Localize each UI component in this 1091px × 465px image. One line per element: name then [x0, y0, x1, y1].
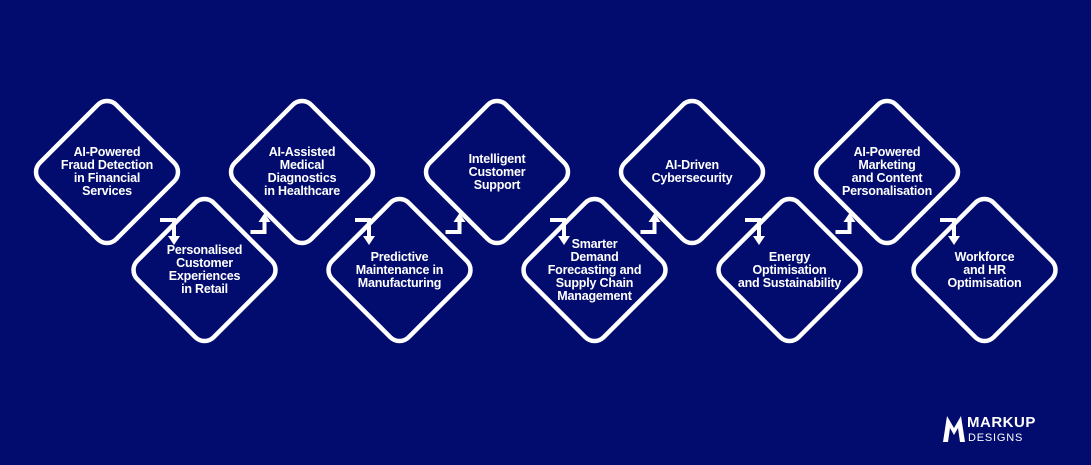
step-label: AI-Assisted Medical Diagnostics in Healt… — [264, 145, 340, 198]
connector-arrow — [250, 213, 271, 234]
logo-mark-icon — [943, 416, 965, 442]
step-diamond — [326, 196, 473, 344]
step-label: Predictive Maintenance in Manufacturing — [355, 249, 444, 290]
step-label: Workforce and HR Optimisation — [947, 249, 1022, 290]
logo-subtitle: DESIGNS — [968, 432, 1024, 444]
connector-arrow — [550, 218, 570, 245]
step-diamond — [618, 98, 766, 246]
step-label: AI-Driven Cybersecurity — [651, 158, 733, 185]
logo-name: MARKUP — [967, 414, 1036, 431]
markup-designs-logo: MARKUP DESIGNS — [941, 410, 1071, 450]
step-diamond — [131, 196, 278, 344]
step-diamond — [228, 98, 376, 246]
step-diamond — [813, 98, 961, 246]
step-label: Intelligent Customer Support — [468, 151, 526, 192]
step-diamond — [521, 196, 668, 344]
connector-arrow — [160, 218, 180, 245]
connector-arrow — [445, 213, 466, 234]
step-label: Smarter Demand Forecasting and Supply Ch… — [547, 236, 642, 303]
connector-arrow — [835, 213, 856, 234]
step-diamond — [423, 98, 571, 246]
connector-arrow — [355, 218, 375, 245]
step-label: Energy Optimisation and Sustainability — [737, 249, 842, 290]
step-label: AI-Powered Fraud Detection in Financial … — [60, 145, 154, 198]
step-diamond — [911, 196, 1058, 344]
step-label: Personalised Customer Experiences in Ret… — [166, 243, 243, 296]
step-diamond — [716, 196, 863, 344]
connector-arrow — [745, 218, 765, 245]
step-diamond — [33, 98, 181, 246]
connector-arrow — [940, 218, 960, 245]
connector-arrow — [640, 213, 661, 234]
step-label: AI-Powered Marketing and Content Persona… — [841, 145, 933, 198]
